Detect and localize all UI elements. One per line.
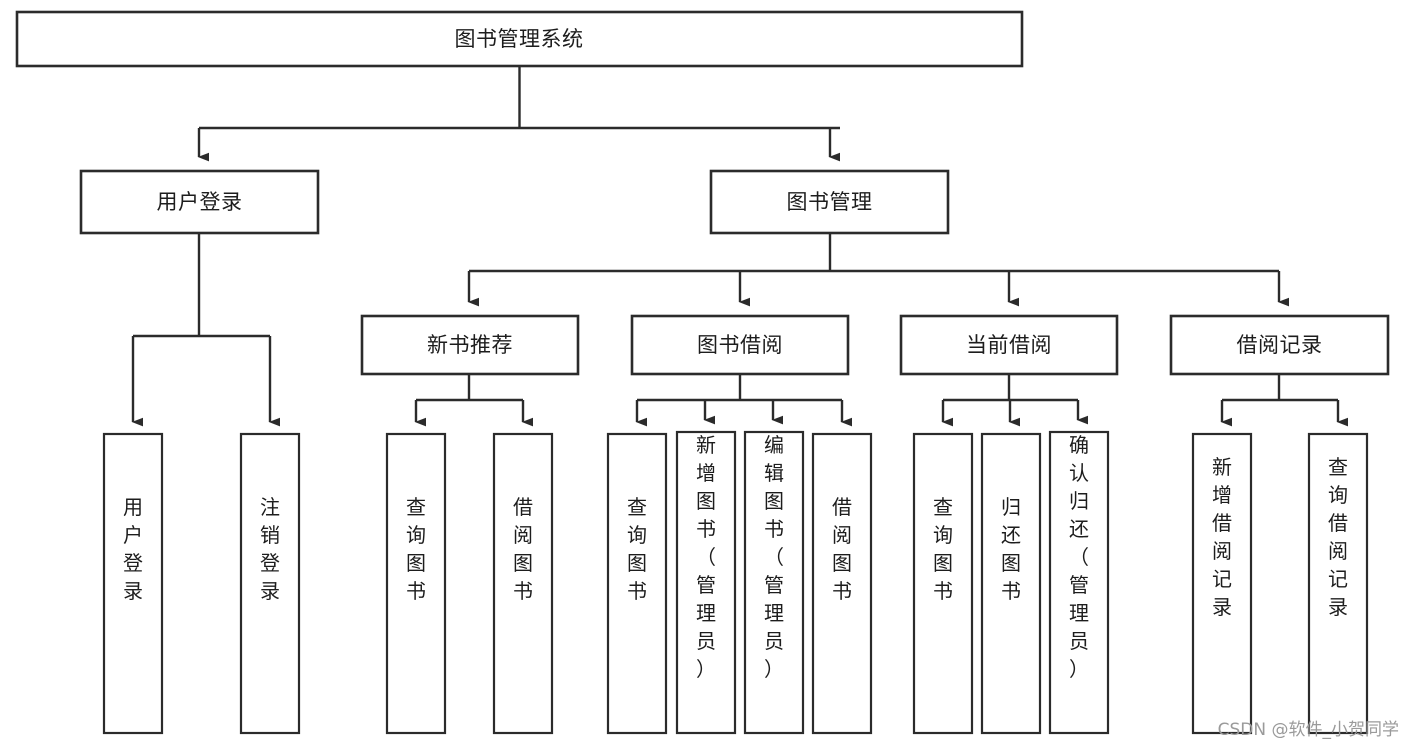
connector-group-borrow-record-to-leaves (1220, 374, 1349, 427)
leaf-borrow-record-2[interactable]: 查询借阅记录 (1307, 432, 1369, 735)
leaf-borrow-record-1-box[interactable] (1191, 432, 1253, 735)
node-root-system-box[interactable] (15, 10, 1024, 68)
leaf-book-borrow-2-label: 新增图书（管理员） (696, 433, 716, 681)
leaf-user-login-1[interactable]: 用户登录 (102, 432, 164, 735)
leaf-current-borrow-1-label: 查询图书 (933, 495, 953, 603)
leaf-user-login-1-label: 用户登录 (123, 495, 143, 603)
connector-group-user-login-to-leaves (131, 233, 281, 427)
leaf-book-borrow-2[interactable]: 新增图书（管理员） (675, 430, 737, 735)
connector-group-new-book-to-leaves (414, 374, 534, 427)
node-book-manage-label: 图书管理 (787, 190, 873, 214)
node-book-manage-box[interactable] (709, 169, 950, 235)
leaf-current-borrow-2[interactable]: 归还图书 (980, 432, 1042, 735)
leaf-current-borrow-2-label: 归还图书 (1001, 495, 1021, 603)
leaf-new-book-2-label: 借阅图书 (513, 495, 533, 603)
leaf-borrow-record-1[interactable]: 新增借阅记录 (1191, 432, 1253, 735)
leaf-user-login-1-box[interactable] (102, 432, 164, 735)
leaf-book-borrow-2-box[interactable] (675, 430, 737, 735)
node-new-book-recommend-label: 新书推荐 (427, 333, 513, 357)
csdn-watermark: CSDN @软件_小贺同学 (1218, 720, 1399, 740)
leaf-book-borrow-1-box[interactable] (606, 432, 668, 735)
node-current-borrow-box[interactable] (899, 314, 1119, 376)
leaf-user-login-2[interactable]: 注销登录 (239, 432, 301, 735)
connector-group-root-to-level2 (197, 66, 841, 162)
node-borrow-record-label: 借阅记录 (1237, 333, 1323, 357)
connector-group-current-borrow-to-leaves (941, 374, 1089, 427)
leaf-new-book-1-label: 查询图书 (406, 495, 426, 603)
leaf-current-borrow-2-box[interactable] (980, 432, 1042, 735)
leaf-book-borrow-4-box[interactable] (811, 432, 873, 735)
leaf-current-borrow-3-box[interactable] (1048, 430, 1110, 735)
leaf-book-borrow-3[interactable]: 编辑图书（管理员） (743, 430, 805, 735)
leaf-book-borrow-4[interactable]: 借阅图书 (811, 432, 873, 735)
node-user-login-box[interactable] (79, 169, 320, 235)
node-user-login[interactable]: 用户登录 (79, 169, 320, 235)
node-book-borrow[interactable]: 图书借阅 (630, 314, 850, 376)
connector-group-book-borrow-to-leaves (635, 374, 853, 427)
leaf-book-borrow-3-label: 编辑图书（管理员） (764, 433, 784, 681)
leaf-current-borrow-1-box[interactable] (912, 432, 974, 735)
connector-group-book-manage-to-level3 (467, 233, 1290, 307)
leaf-current-borrow-3[interactable]: 确认归还（管理员） (1048, 430, 1110, 735)
leaf-current-borrow-1[interactable]: 查询图书 (912, 432, 974, 735)
node-borrow-record[interactable]: 借阅记录 (1169, 314, 1390, 376)
node-book-manage[interactable]: 图书管理 (709, 169, 950, 235)
node-current-borrow-label: 当前借阅 (966, 333, 1052, 357)
leaf-book-borrow-3-box[interactable] (743, 430, 805, 735)
leaf-book-borrow-1-label: 查询图书 (627, 495, 647, 603)
node-current-borrow[interactable]: 当前借阅 (899, 314, 1119, 376)
node-root-system[interactable]: 图书管理系统 (15, 10, 1024, 68)
node-new-book-recommend-box[interactable] (360, 314, 580, 376)
node-new-book-recommend[interactable]: 新书推荐 (360, 314, 580, 376)
node-book-borrow-box[interactable] (630, 314, 850, 376)
leaf-borrow-record-2-box[interactable] (1307, 432, 1369, 735)
node-book-borrow-label: 图书借阅 (697, 333, 783, 357)
leaf-book-borrow-1[interactable]: 查询图书 (606, 432, 668, 735)
node-user-login-label: 用户登录 (157, 190, 243, 214)
node-root-system-label: 图书管理系统 (455, 27, 584, 51)
node-borrow-record-box[interactable] (1169, 314, 1390, 376)
leaf-new-book-2[interactable]: 借阅图书 (492, 432, 554, 735)
leaf-user-login-2-label: 注销登录 (260, 495, 280, 603)
leaf-new-book-1[interactable]: 查询图书 (385, 432, 447, 735)
leaf-book-borrow-4-label: 借阅图书 (832, 495, 852, 603)
leaf-user-login-2-box[interactable] (239, 432, 301, 735)
leaf-new-book-2-box[interactable] (492, 432, 554, 735)
leaf-borrow-record-1-label: 新增借阅记录 (1212, 455, 1232, 619)
leaf-new-book-1-box[interactable] (385, 432, 447, 735)
leaf-current-borrow-3-label: 确认归还（管理员） (1069, 433, 1089, 681)
leaf-borrow-record-2-label: 查询借阅记录 (1328, 455, 1348, 619)
